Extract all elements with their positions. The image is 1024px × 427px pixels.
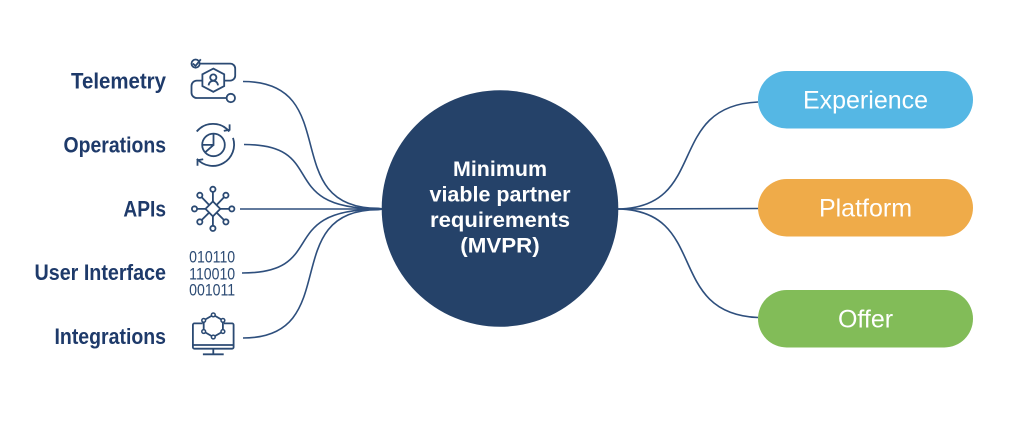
svg-text:User Interface: User Interface bbox=[35, 260, 167, 285]
svg-text:requirements: requirements bbox=[430, 209, 570, 232]
svg-text:110010: 110010 bbox=[189, 265, 235, 283]
svg-text:Telemetry: Telemetry bbox=[71, 69, 166, 94]
svg-text:APIs: APIs bbox=[123, 197, 166, 222]
svg-text:Minimum: Minimum bbox=[453, 158, 547, 181]
svg-text:Platform: Platform bbox=[819, 195, 912, 223]
svg-text:001011: 001011 bbox=[189, 282, 235, 300]
svg-text:Integrations: Integrations bbox=[55, 324, 167, 349]
svg-text:Operations: Operations bbox=[64, 133, 167, 158]
svg-text:Offer: Offer bbox=[838, 306, 893, 334]
svg-text:010110: 010110 bbox=[189, 249, 235, 267]
svg-text:Experience: Experience bbox=[803, 87, 928, 115]
svg-text:viable partner: viable partner bbox=[430, 184, 571, 207]
svg-text:(MVPR): (MVPR) bbox=[460, 235, 540, 258]
